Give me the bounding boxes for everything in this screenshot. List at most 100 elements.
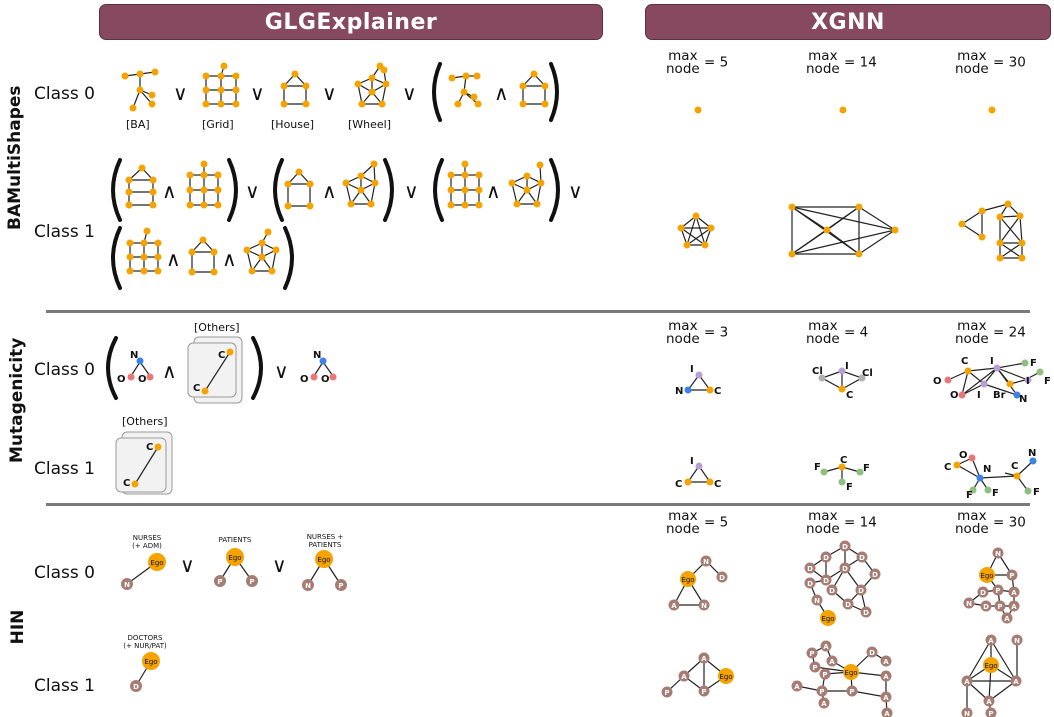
- caption-grid: [Grid]: [202, 118, 234, 131]
- svg-text:I: I: [990, 356, 994, 367]
- svg-text:D: D: [842, 565, 848, 573]
- and-operator: ∧: [162, 359, 177, 383]
- xgnn-hin-c0-graph-3: N Ego P P A D N P A D A: [963, 547, 1020, 624]
- xgnn-ba-c0-node: [839, 106, 847, 114]
- svg-text:Ego: Ego: [821, 615, 834, 623]
- svg-text:C: C: [193, 383, 200, 394]
- svg-text:O: O: [950, 390, 959, 401]
- svg-text:D: D: [842, 543, 848, 551]
- motif-wheel: [354, 62, 390, 108]
- class-label-mut-1: Class 1: [34, 459, 95, 479]
- svg-text:Ego: Ego: [150, 559, 163, 567]
- svg-text:Ego: Ego: [984, 662, 997, 670]
- xgnn-mut-c0-graph-2: I Cl Cl C: [812, 361, 873, 401]
- hin-concept-doctors: Ego D: [130, 652, 160, 692]
- or-operator: ∨: [245, 179, 260, 203]
- svg-text:Cl: Cl: [812, 366, 823, 377]
- others-card-stack-c1: C C [Others]: [115, 415, 173, 495]
- svg-text:N: N: [983, 464, 991, 475]
- svg-text:A: A: [1011, 603, 1017, 611]
- xgnn-hin-c1-graph-3: A N Ego A A A N P: [961, 634, 1023, 717]
- svg-text:I: I: [977, 390, 981, 401]
- svg-text:P: P: [809, 650, 814, 658]
- hin-concept-nurses-patients: Ego N P: [302, 550, 347, 591]
- svg-text:N: N: [701, 602, 707, 610]
- paren-right: [383, 158, 394, 222]
- svg-text:D: D: [863, 609, 869, 617]
- svg-text:N: N: [675, 386, 683, 397]
- xgnn-mut-c0-graph-3: C I F O I F O I Br N: [933, 356, 1051, 405]
- svg-text:N: N: [703, 558, 709, 566]
- svg-text:I: I: [1026, 376, 1030, 387]
- motif-ba-house-combo: [448, 72, 482, 108]
- svg-text:N: N: [814, 597, 820, 605]
- motif-grid: [202, 62, 240, 108]
- and-operator: ∧: [222, 247, 237, 271]
- paren-left: [432, 62, 442, 122]
- motif-wheel-c1c: [508, 161, 545, 208]
- others-card-stack: C C [Others]: [187, 321, 243, 404]
- svg-text:N: N: [124, 581, 130, 589]
- svg-text:N: N: [1019, 394, 1027, 405]
- motif-house-c1a: [125, 164, 157, 209]
- others-label: [Others]: [194, 321, 240, 334]
- motif-wheel-c1b: [342, 160, 379, 208]
- svg-text:D: D: [823, 554, 829, 562]
- paren-left: [433, 158, 444, 222]
- xgnn-header: XGNN: [645, 4, 1051, 40]
- svg-text:C: C: [218, 350, 225, 361]
- or-operator: ∨: [568, 179, 583, 203]
- svg-text:F: F: [1033, 487, 1040, 498]
- or-operator: ∨: [180, 553, 195, 577]
- svg-text:F: F: [1030, 358, 1037, 369]
- svg-text:I: I: [845, 361, 849, 372]
- class-label-mut-0: Class 0: [34, 360, 95, 380]
- svg-text:Ego: Ego: [844, 669, 857, 677]
- svg-text:F: F: [846, 482, 853, 493]
- and-operator: ∧: [486, 179, 501, 203]
- motif-grid-c1c: [447, 160, 483, 209]
- svg-text:D: D: [807, 580, 813, 588]
- xgnn-hin-c0-graph-2: D D D D D D D D D D N D D Ego: [804, 540, 881, 626]
- class-label-hin-1: Class 1: [34, 676, 95, 696]
- svg-text:D: D: [869, 649, 875, 657]
- xgnn-mut-c1-graph-2: C F F F: [814, 455, 870, 493]
- caption-house: [House]: [271, 118, 315, 131]
- svg-text:C: C: [846, 390, 853, 401]
- xgnn-hin-c1-graph-1: P A A P Ego: [661, 652, 734, 698]
- svg-text:P: P: [995, 587, 1000, 595]
- svg-text:C: C: [840, 455, 847, 466]
- svg-text:C: C: [714, 479, 721, 490]
- svg-text:A: A: [986, 698, 992, 706]
- paren-right: [283, 226, 294, 290]
- caption-ba: [BA]: [126, 118, 150, 131]
- and-operator: ∧: [494, 81, 509, 105]
- svg-text:P: P: [849, 688, 854, 696]
- svg-text:D: D: [980, 589, 986, 597]
- svg-text:A: A: [884, 710, 890, 717]
- svg-text:A: A: [821, 700, 827, 708]
- svg-text:I: I: [690, 456, 694, 467]
- svg-text:C: C: [675, 479, 682, 490]
- glgexplainer-header: GLGExplainer: [99, 4, 603, 40]
- paren-left: [273, 158, 284, 222]
- motif-grid-c1a: [186, 160, 222, 209]
- xgnn-ba-c1-graph-1: [677, 212, 715, 249]
- svg-text:A: A: [794, 683, 800, 691]
- svg-text:O: O: [300, 374, 309, 385]
- motif-house-c1b: [284, 168, 314, 210]
- svg-text:N: N: [305, 582, 311, 590]
- svg-text:P: P: [249, 578, 254, 586]
- paren-right: [251, 336, 263, 400]
- caption-nurses: NURSES(+ ADM): [132, 534, 162, 550]
- motif-house-small: [519, 70, 549, 108]
- motif-ba: [121, 68, 159, 112]
- svg-text:C: C: [714, 386, 721, 397]
- svg-text:F: F: [1044, 376, 1051, 387]
- svg-text:Ego: Ego: [681, 576, 694, 584]
- xgnn-ba-c1-graph-3: [958, 200, 1026, 262]
- svg-text:D: D: [983, 603, 989, 611]
- svg-text:P: P: [988, 710, 993, 717]
